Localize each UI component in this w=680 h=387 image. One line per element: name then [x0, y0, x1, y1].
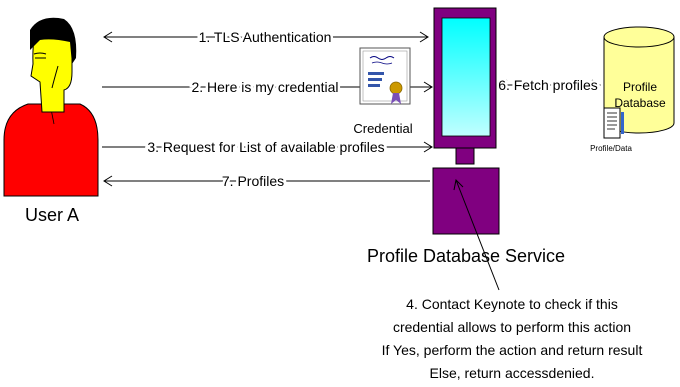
note-line-1: 4. Contact Keynote to check if this	[406, 296, 618, 312]
message-6-label: 6. Fetch profiles	[498, 77, 598, 93]
certificate-icon	[359, 47, 411, 105]
note-line-2: credential allows to perform this action	[393, 319, 631, 335]
service-label: Profile Database Service	[367, 246, 565, 266]
note-line-4: Else, return accessdenied.	[430, 365, 595, 381]
message-7-label: 7. Profiles	[222, 173, 284, 189]
message-7-arrow	[103, 175, 430, 187]
document-label: Profile/Data	[590, 144, 632, 153]
message-6-arrow	[498, 79, 601, 91]
user-icon	[3, 17, 99, 197]
user-label: User A	[25, 205, 79, 225]
credential-label: Credential	[353, 121, 412, 136]
message-3-arrow	[102, 141, 433, 153]
message-1-arrow	[103, 31, 429, 43]
database-cylinder-icon	[603, 26, 675, 134]
note-line-3: If Yes, perform the action and return re…	[382, 342, 643, 358]
message-3-label: 3. Request for List of available profile…	[147, 139, 384, 155]
database-label-line1: Profile	[623, 80, 657, 94]
note-arrow	[453, 178, 500, 291]
document-icon	[603, 107, 624, 139]
message-2-label: 2. Here is my credential	[191, 79, 338, 95]
message-1-label: 1. TLS Authentication	[199, 29, 332, 45]
database-label-line2: Database	[614, 96, 666, 110]
computer-server-icon	[432, 7, 500, 235]
